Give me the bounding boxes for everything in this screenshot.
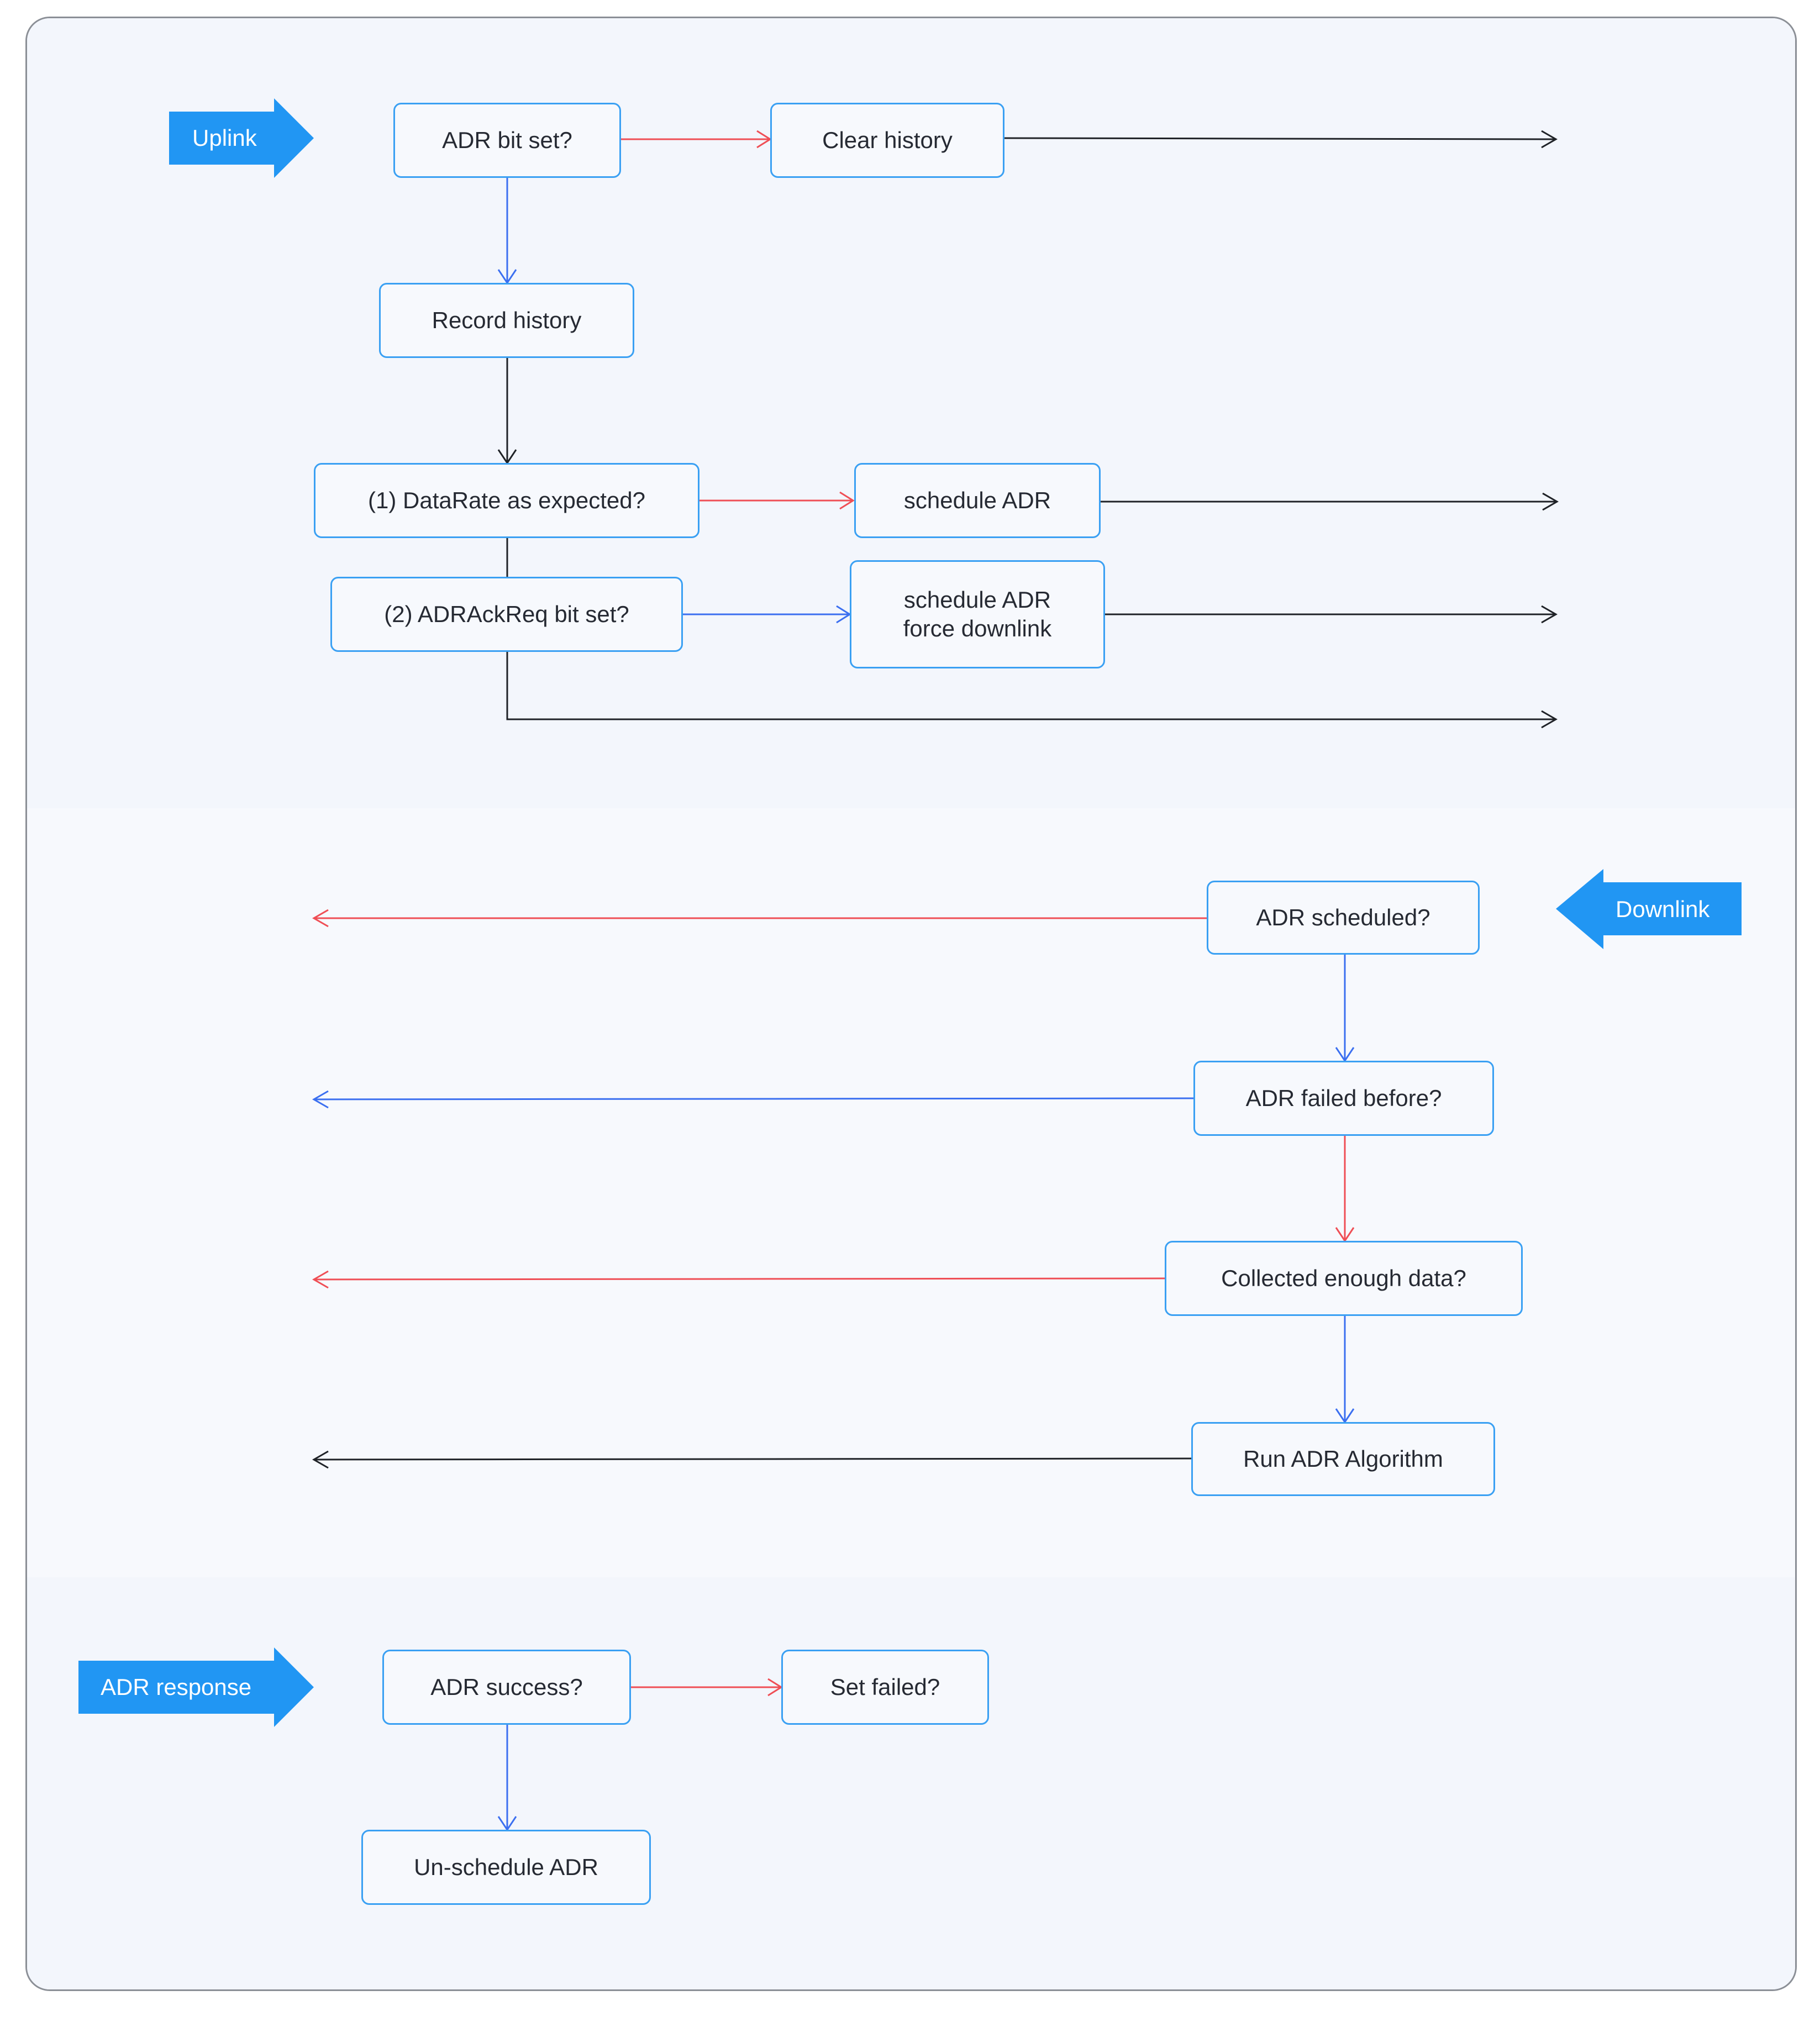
edge-schedule-adr-out bbox=[1101, 492, 1559, 511]
edge-ackreq-yes bbox=[683, 605, 851, 624]
edge-ackreq-no bbox=[506, 652, 1558, 729]
adrackreq-bit-set-node: (2) ADRAckReq bit set? bbox=[330, 577, 683, 652]
edge-clear-history-out bbox=[1004, 130, 1558, 149]
downlink-tag-arrow bbox=[1556, 869, 1742, 949]
record-history-node: Record history bbox=[379, 283, 634, 358]
adr-response-lane bbox=[27, 1577, 1795, 1989]
set-failed-node: Set failed? bbox=[781, 1650, 989, 1725]
schedule-adr-force-downlink-node: schedule ADR force downlink bbox=[850, 560, 1105, 668]
edge-datarate-no bbox=[699, 491, 855, 510]
adr-success-node: ADR success? bbox=[382, 1650, 631, 1725]
edge-adr-success-yes bbox=[497, 1725, 517, 1831]
adr-response-tag-arrow bbox=[78, 1647, 314, 1727]
unschedule-adr-node: Un-schedule ADR bbox=[361, 1830, 651, 1905]
edge-record-to-datarate bbox=[497, 358, 517, 465]
edge-failed-before-no bbox=[1335, 1136, 1355, 1242]
run-adr-algorithm-node: Run ADR Algorithm bbox=[1191, 1422, 1495, 1496]
edge-adr-scheduled-no bbox=[312, 909, 1207, 928]
clear-history-node: Clear history bbox=[770, 103, 1004, 178]
adr-response-tag-label: ADR response bbox=[101, 1674, 252, 1700]
uplink-tag-arrow bbox=[169, 98, 314, 178]
edge-force-downlink-out bbox=[1105, 605, 1558, 624]
datarate-expected-node: (1) DataRate as expected? bbox=[314, 463, 699, 538]
edge-collected-no bbox=[312, 1270, 1165, 1289]
edge-failed-before-yes bbox=[312, 1090, 1194, 1109]
downlink-tag-label: Downlink bbox=[1616, 896, 1710, 922]
collected-enough-data-node: Collected enough data? bbox=[1165, 1241, 1523, 1316]
adr-bit-set-node: ADR bit set? bbox=[393, 103, 621, 178]
edge-adr-success-no bbox=[631, 1678, 783, 1697]
uplink-tag-label: Uplink bbox=[192, 125, 257, 151]
edge-adr-bit-no bbox=[621, 130, 772, 149]
edge-adr-scheduled-yes bbox=[1335, 955, 1355, 1062]
schedule-adr-node: schedule ADR bbox=[854, 463, 1101, 538]
adr-failed-before-node: ADR failed before? bbox=[1193, 1061, 1494, 1136]
adr-scheduled-node: ADR scheduled? bbox=[1207, 881, 1480, 955]
edge-run-adr-out bbox=[312, 1450, 1192, 1469]
edge-collected-yes bbox=[1335, 1316, 1355, 1424]
downlink-lane bbox=[27, 808, 1795, 1577]
edge-adr-bit-yes bbox=[497, 178, 517, 285]
